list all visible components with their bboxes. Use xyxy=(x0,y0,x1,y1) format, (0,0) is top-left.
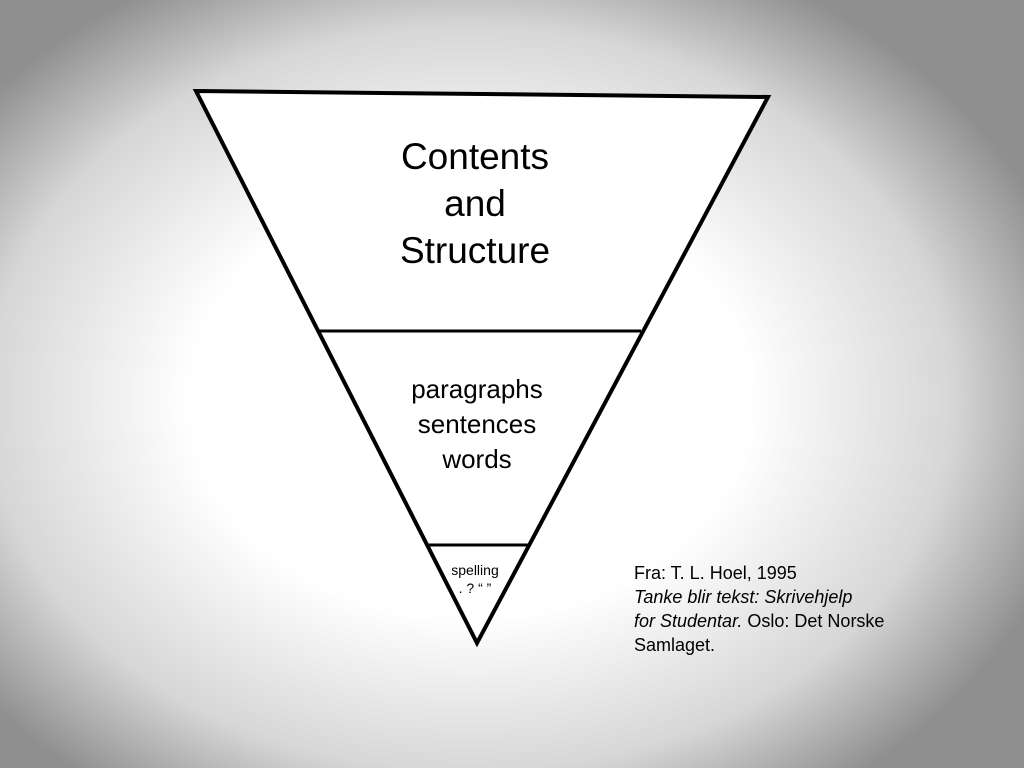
citation-line-3: for Studentar. Oslo: Det Norske xyxy=(634,609,934,633)
tier-top-line: and xyxy=(444,183,506,224)
tier-contents-structure: Contents and Structure xyxy=(355,133,595,274)
citation-line-4: Samlaget. xyxy=(634,635,716,655)
tier-mid-line: paragraphs xyxy=(411,374,543,404)
tier-top-line: Structure xyxy=(399,230,551,271)
tier-paragraphs-sentences-words: paragraphs sentences words xyxy=(377,372,577,477)
tier-bottom-line: . ? “ ” xyxy=(458,580,492,596)
citation-title-part-2: for Studentar. xyxy=(634,611,743,631)
citation-text: Fra: T. L. Hoel, 1995 Tanke blir tekst: … xyxy=(634,561,934,657)
pyramid-outline xyxy=(192,88,772,648)
tier-bottom-line: spelling xyxy=(451,562,499,578)
citation-title-part-1: Tanke blir tekst: Skrivehjelp xyxy=(634,587,853,607)
citation-line-2: Tanke blir tekst: Skrivehjelp xyxy=(634,585,934,609)
tier-mid-line: sentences xyxy=(417,409,537,439)
citation-line-1: Fra: T. L. Hoel, 1995 xyxy=(634,563,797,583)
tier-spelling-punctuation: spelling . ? “ ” xyxy=(427,561,523,597)
tier-mid-line: words xyxy=(442,444,512,474)
citation-publisher: Oslo: Det Norske xyxy=(742,611,885,631)
tier-top-line: Contents xyxy=(400,136,550,177)
